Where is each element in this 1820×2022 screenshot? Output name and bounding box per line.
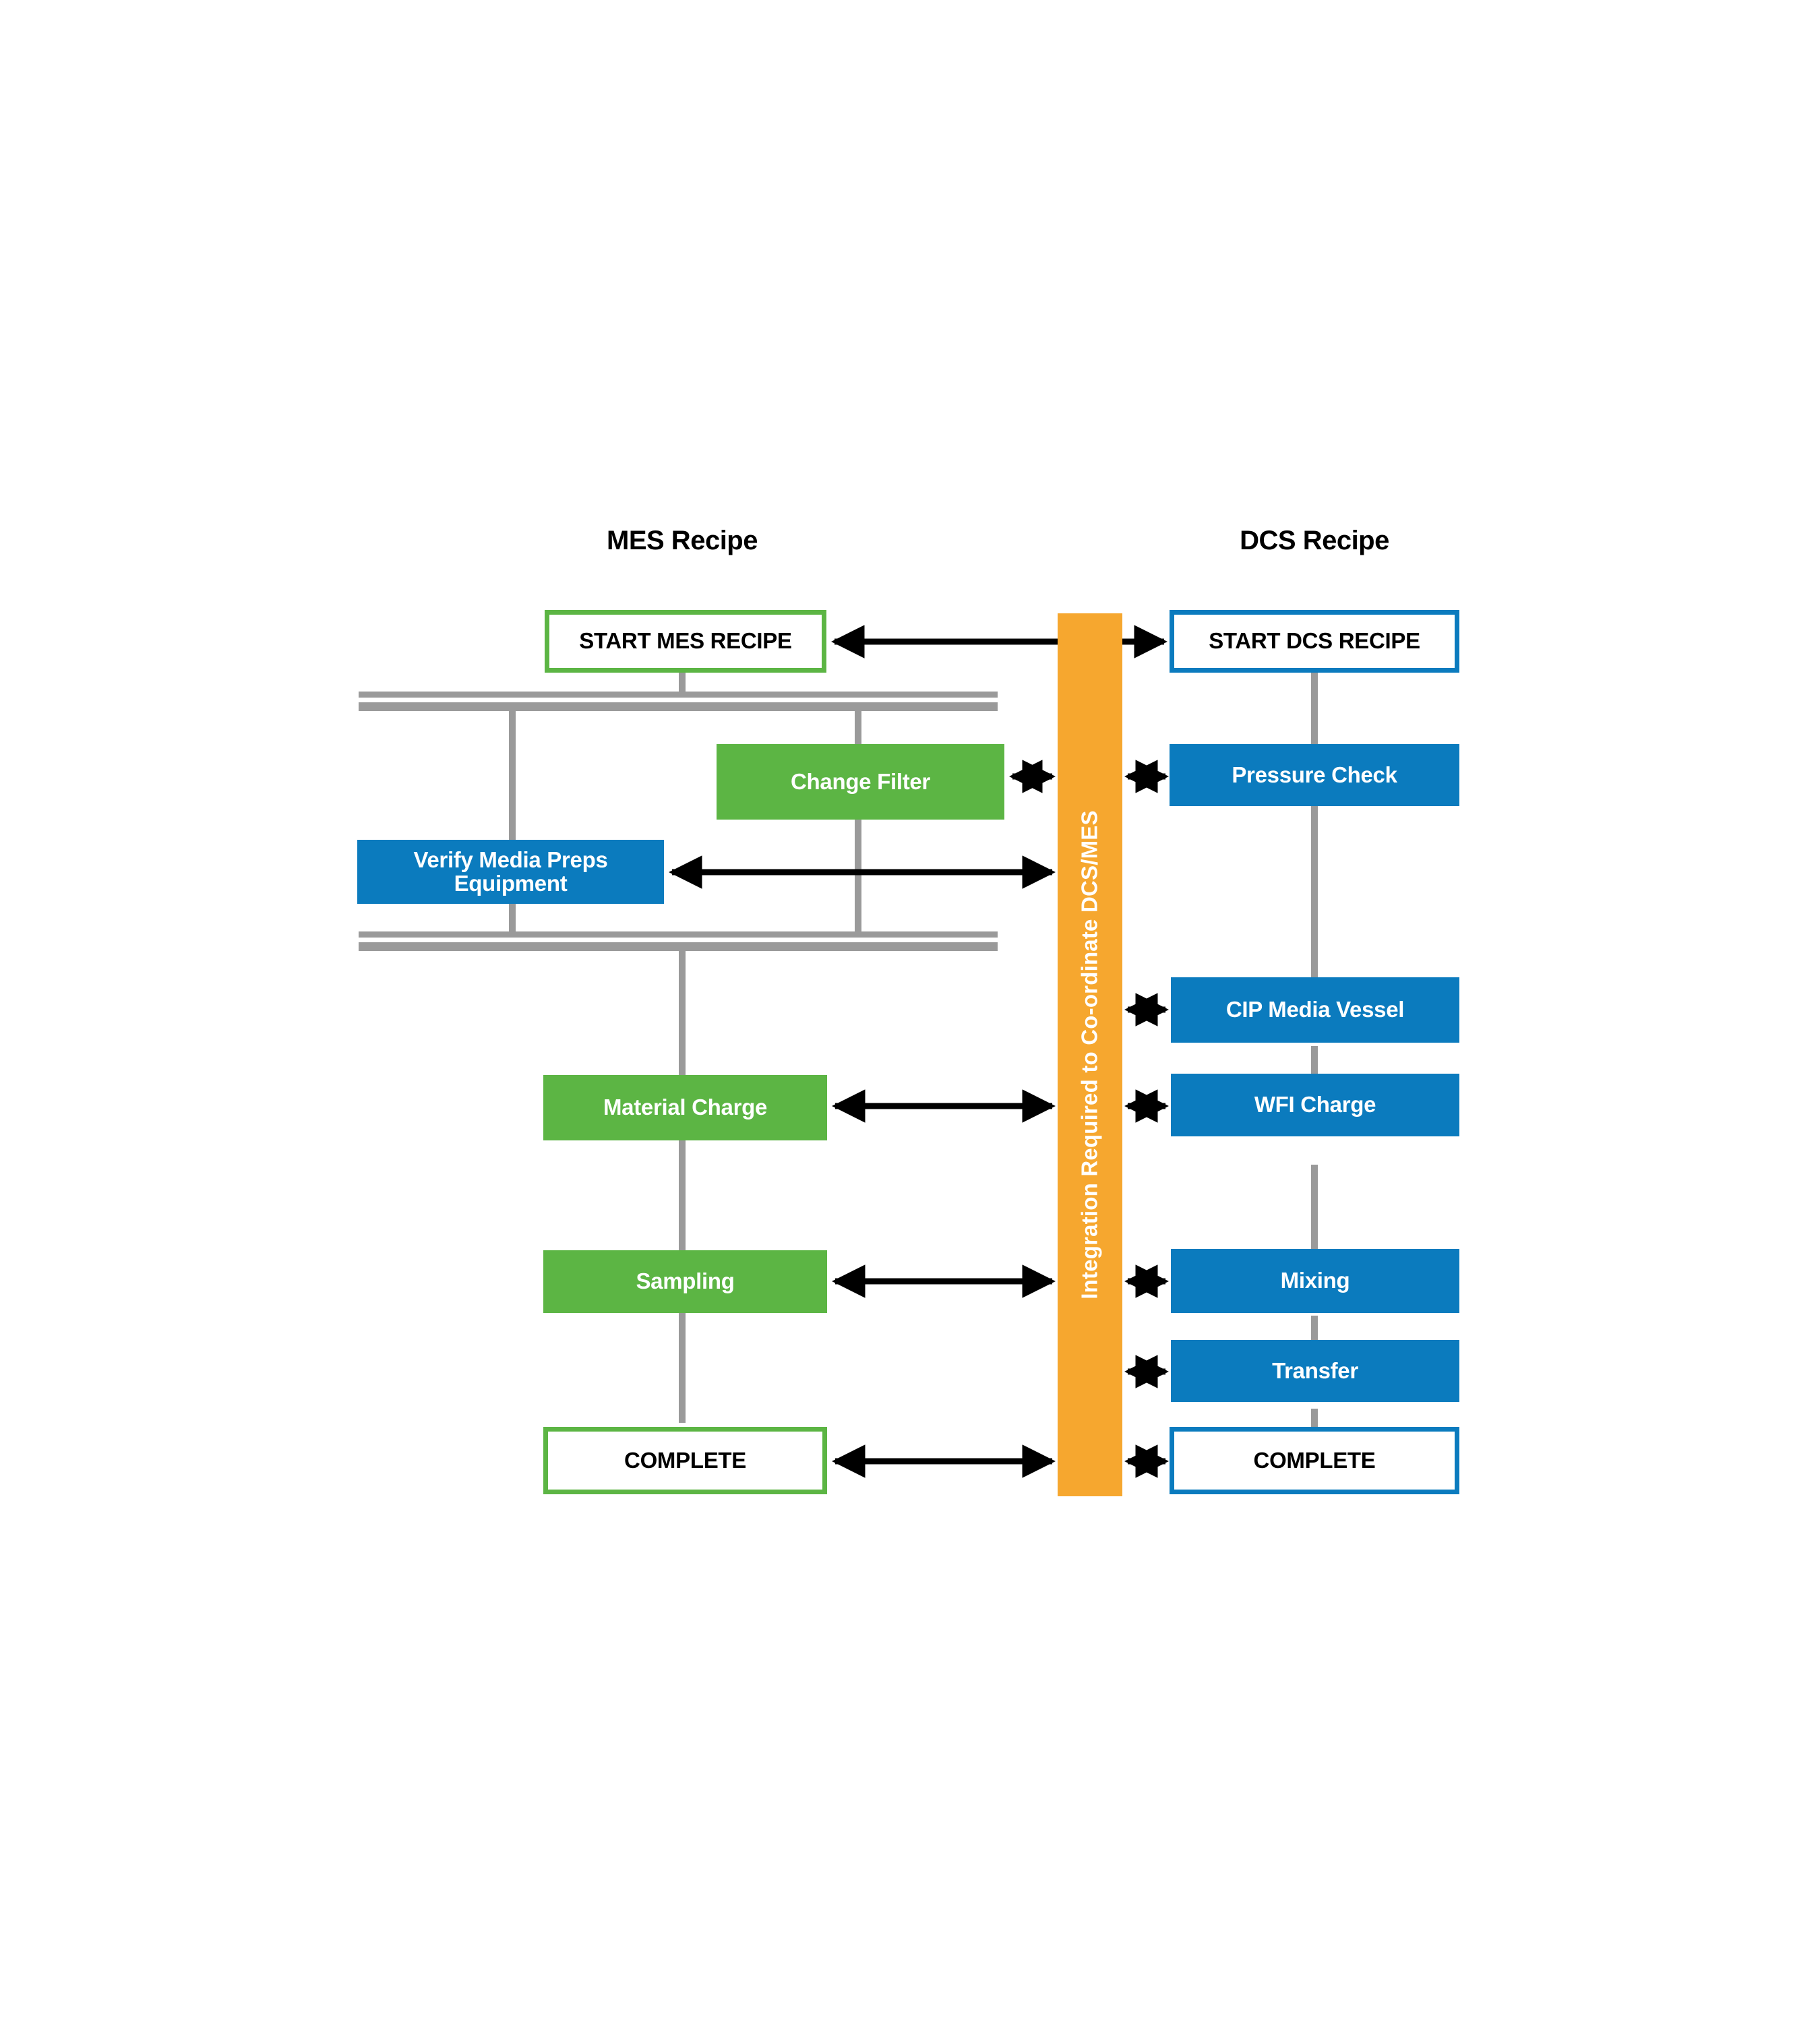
connector-mes-start-to-fork — [679, 671, 686, 694]
column-title-dcs: DCS Recipe — [1240, 526, 1389, 555]
connector-mes-spine — [679, 951, 686, 1423]
node-mixing[interactable]: Mixing — [1171, 1249, 1459, 1313]
fork-bar-lower — [359, 702, 998, 711]
node-label: Change Filter — [791, 768, 930, 794]
node-label: Sampling — [636, 1268, 735, 1294]
node-verify-media-preps-equipment[interactable]: Verify Media Preps Equipment — [357, 840, 664, 904]
node-material-charge[interactable]: Material Charge — [543, 1075, 827, 1140]
node-label: Transfer — [1272, 1357, 1358, 1383]
node-mes-complete[interactable]: COMPLETE — [543, 1427, 827, 1494]
integration-bar: Integration Required to Co-ordinate DCS/… — [1058, 613, 1122, 1496]
node-transfer[interactable]: Transfer — [1171, 1340, 1459, 1402]
node-pressure-check[interactable]: Pressure Check — [1170, 744, 1459, 806]
node-wfi-charge[interactable]: WFI Charge — [1171, 1074, 1459, 1136]
connector-dcs-mixing-to-transfer — [1311, 1316, 1318, 1356]
connector-dcs-transfer-to-complete — [1311, 1409, 1318, 1432]
connector-dcs-wfi-to-mixing — [1311, 1165, 1318, 1256]
node-label: COMPLETE — [1253, 1447, 1376, 1473]
node-label: Mixing — [1280, 1268, 1350, 1293]
node-cip-media-vessel[interactable]: CIP Media Vessel — [1171, 977, 1459, 1043]
node-sampling[interactable]: Sampling — [543, 1250, 827, 1313]
node-label: Verify Media Preps Equipment — [413, 847, 608, 896]
connector-dcs-pressure-to-cip — [1311, 799, 1318, 984]
join-bar-upper — [359, 931, 998, 938]
node-dcs-complete[interactable]: COMPLETE — [1170, 1427, 1459, 1494]
node-label: Material Charge — [603, 1095, 768, 1120]
fork-bar-upper — [359, 692, 998, 698]
connector-dcs-start-to-pressure — [1311, 671, 1318, 752]
node-change-filter[interactable]: Change Filter — [717, 744, 1004, 820]
node-start-dcs-recipe[interactable]: START DCS RECIPE — [1170, 610, 1459, 673]
node-label: CIP Media Vessel — [1225, 997, 1405, 1022]
connector-branch-right — [855, 711, 861, 936]
node-label: Pressure Check — [1232, 762, 1397, 787]
connector-branch-left — [509, 711, 516, 936]
node-label: WFI Charge — [1254, 1092, 1376, 1117]
node-label: START DCS RECIPE — [1209, 628, 1420, 654]
join-bar-lower — [359, 942, 998, 951]
column-title-mes: MES Recipe — [607, 526, 758, 555]
node-label: COMPLETE — [624, 1447, 746, 1473]
node-label: START MES RECIPE — [579, 628, 792, 654]
node-start-mes-recipe[interactable]: START MES RECIPE — [545, 610, 826, 673]
